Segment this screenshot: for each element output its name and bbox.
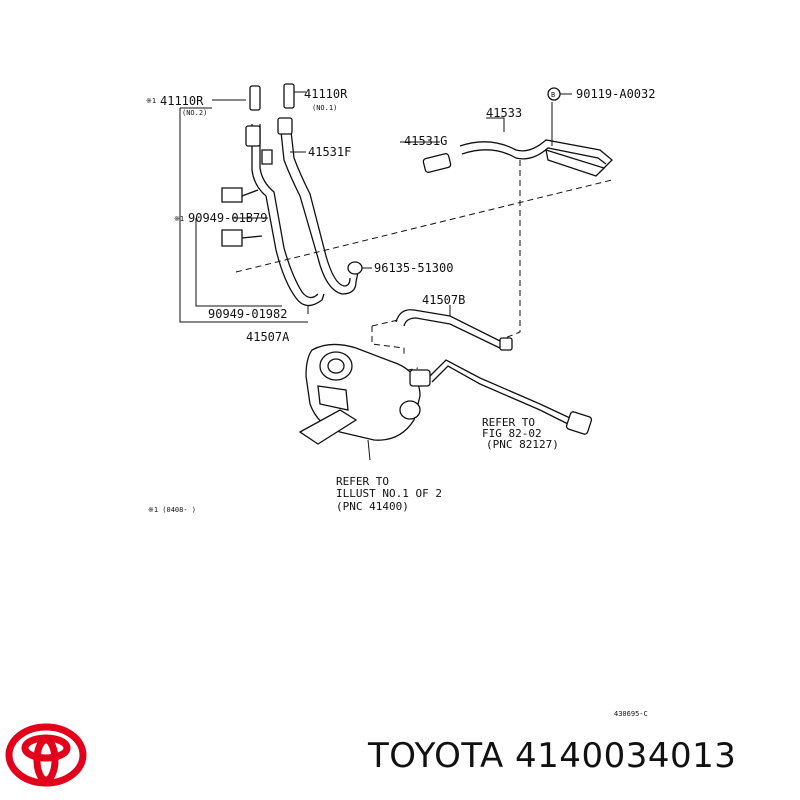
- label-41533: 41533: [486, 106, 522, 120]
- refer-bottom-line-3: (PNC 41400): [336, 500, 409, 513]
- brand-caption: TOYOTA 4140034013: [368, 736, 736, 776]
- vacuum-pipe-upper: [422, 139, 613, 177]
- figure-code: 430695-C: [614, 710, 648, 718]
- label-90949-01b79: 90949-01B79: [188, 211, 267, 225]
- label-41507a: 41507A: [246, 330, 290, 344]
- label-41110r-no2: 41110R: [160, 94, 204, 108]
- label-96135-51300: 96135-51300: [374, 261, 453, 275]
- refer-right-line-3: (PNC 82127): [486, 438, 559, 451]
- label-41507b: 41507B: [422, 293, 465, 307]
- marker-b: B: [551, 91, 555, 99]
- asterisk-note-1: ※1: [146, 97, 156, 105]
- refer-right-line-1: REFER TO: [482, 416, 535, 429]
- refer-bottom-line-1: REFER TO: [336, 475, 389, 488]
- brand-name: TOYOTA: [368, 736, 504, 776]
- label-90949-01982: 90949-01982: [208, 307, 287, 321]
- part-number: 4140034013: [515, 736, 737, 776]
- vacuum-pump: [298, 343, 593, 461]
- toyota-logo: [5, 723, 87, 787]
- part-labels: ※1 41110R (NO.2) 41110R (NO.1) B 90119-A…: [146, 87, 655, 344]
- vacuum-pipe-41507b: [395, 309, 513, 351]
- refer-bottom-line-2: ILLUST NO.1 OF 2: [336, 487, 442, 500]
- leader-lines: [179, 91, 572, 323]
- refer-note-bottom: REFER TO ILLUST NO.1 OF 2 (PNC 41400): [336, 475, 442, 513]
- vacuum-hose-assembly: [221, 83, 363, 307]
- label-90119-a0032: 90119-A0032: [576, 87, 655, 101]
- refer-note-right: REFER TO FIG 82-02 (PNC 82127): [482, 416, 559, 451]
- label-41110r-no1: 41110R: [304, 87, 348, 101]
- asterisk-note-2: ※1: [174, 215, 184, 223]
- label-41110r-no1-note: (NO.1): [312, 104, 337, 112]
- label-41531f: 41531F: [308, 145, 351, 159]
- refer-right-line-2: FIG 82-02: [482, 427, 542, 440]
- label-41110r-no2-note: (NO.2): [182, 109, 207, 117]
- footnote: ※1 (0408- ): [148, 506, 196, 514]
- label-41531g: 41531G: [404, 134, 447, 148]
